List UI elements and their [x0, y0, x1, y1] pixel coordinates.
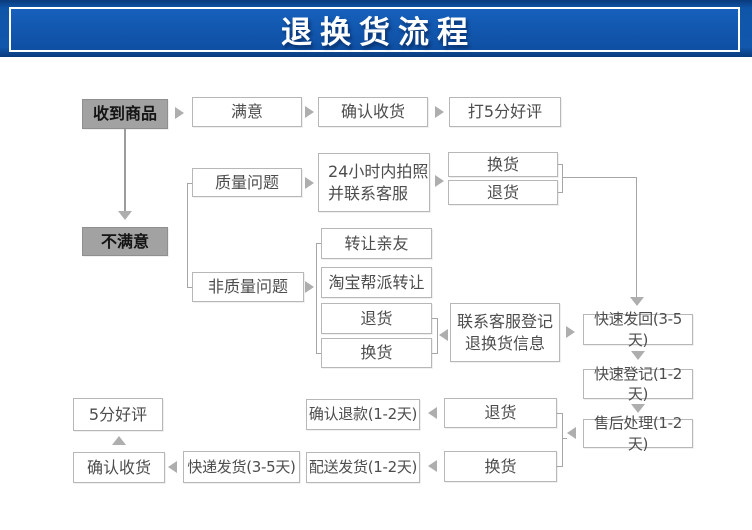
bracket-line — [557, 413, 562, 414]
arrow-right-icon — [566, 326, 575, 338]
node-after-sales-processing: 售后处理(1-2天) — [583, 414, 693, 453]
node-exchange-quality: 换货 — [448, 152, 558, 177]
arrow-left-icon — [439, 329, 448, 341]
bracket-line — [437, 318, 438, 354]
arrow-right-icon — [305, 177, 314, 189]
bracket-line — [557, 466, 562, 467]
header-banner: 退换货流程 — [0, 0, 752, 57]
bracket-line — [316, 243, 317, 353]
node-return-quality: 退货 — [448, 180, 558, 205]
node-confirm-receipt: 确认收货 — [318, 97, 428, 127]
arrow-right-icon — [305, 281, 314, 293]
node-photo-contact-service: 24小时内拍照 并联系客服 — [318, 153, 430, 212]
arrow-left-icon — [168, 461, 177, 473]
node-fast-register: 快速登记(1-2天) — [583, 365, 693, 403]
bracket-line — [187, 183, 188, 287]
arrow-right-icon — [305, 106, 314, 118]
arrow-down-icon — [118, 211, 132, 220]
arrow-right-icon — [435, 106, 444, 118]
arrow-left-icon — [567, 427, 576, 439]
arrow-right-icon — [435, 175, 444, 187]
arrow-left-icon — [428, 460, 437, 472]
bracket-line — [562, 438, 567, 439]
header-banner-inner: 退换货流程 — [9, 7, 740, 52]
bracket-line — [187, 183, 192, 184]
node-confirm-receipt-bottom: 确认收货 — [73, 452, 165, 483]
node-delivery-dispatch: 配送发货(1-2天) — [306, 452, 420, 483]
bracket-line — [432, 318, 437, 319]
bracket-line — [316, 353, 321, 354]
arrow-down-icon — [631, 351, 645, 360]
bracket-line — [432, 353, 437, 354]
node-quality-issue: 质量问题 — [192, 168, 302, 197]
page-title: 退换货流程 — [281, 15, 476, 51]
bracket-line — [316, 243, 321, 244]
node-taobao-group-transfer: 淘宝帮派转让 — [321, 267, 432, 298]
connector-line — [636, 177, 637, 298]
bracket-line — [562, 413, 563, 467]
node-received-goods: 收到商品 — [82, 99, 168, 129]
node-fast-send-back: 快速发回(3-5天) — [583, 310, 693, 349]
arrow-right-icon — [175, 107, 184, 119]
arrow-down-icon — [631, 404, 645, 413]
connector-line — [124, 129, 126, 211]
bracket-line — [558, 192, 563, 193]
node-satisfied: 满意 — [192, 97, 302, 127]
node-exchange-bottom: 换货 — [444, 451, 557, 482]
node-contact-service-register: 联系客服登记 退换货信息 — [450, 303, 560, 362]
node-confirm-refund: 确认退款(1-2天) — [306, 399, 420, 430]
arrow-up-icon — [112, 436, 126, 445]
node-express-dispatch: 快递发货(3-5天) — [183, 451, 300, 483]
bracket-line — [187, 287, 192, 288]
arrow-down-icon — [630, 297, 644, 306]
node-give-5-star-review: 打5分好评 — [449, 97, 561, 127]
arrow-left-icon — [428, 407, 437, 419]
connector-line — [562, 177, 637, 178]
node-unsatisfied: 不满意 — [82, 227, 168, 256]
node-5-star-review: 5分好评 — [73, 398, 163, 431]
node-return-option: 退货 — [321, 303, 432, 334]
node-return-bottom: 退货 — [444, 398, 557, 428]
node-non-quality-issue: 非质量问题 — [192, 272, 304, 302]
bracket-line — [562, 164, 563, 193]
node-transfer-to-friends: 转让亲友 — [321, 228, 432, 259]
bracket-line — [558, 164, 563, 165]
node-exchange-option: 换货 — [321, 338, 432, 368]
